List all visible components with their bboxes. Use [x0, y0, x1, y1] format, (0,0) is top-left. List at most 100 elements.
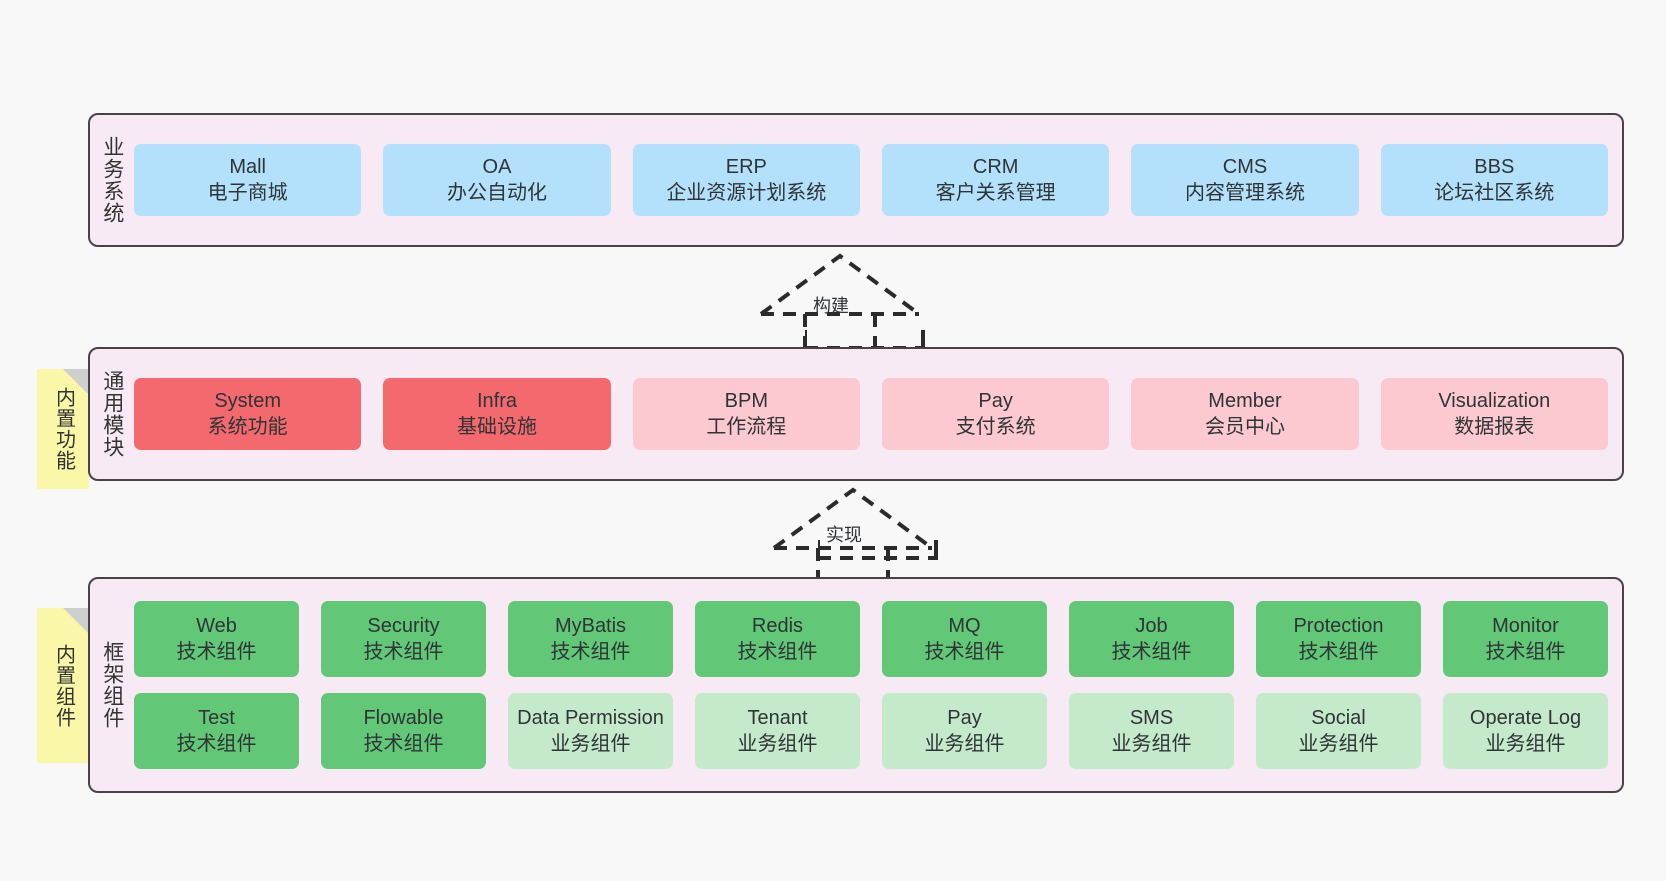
node-subtitle: 技术组件 [363, 733, 444, 755]
node-subtitle: 业务组件 [1298, 733, 1379, 755]
node-title: Data Permission [517, 707, 664, 729]
note-fold-corner-icon [63, 369, 89, 395]
node-title: Flowable [363, 707, 444, 729]
node-subtitle: 技术组件 [176, 641, 257, 663]
node-subtitle: 技术组件 [363, 641, 444, 663]
node-subtitle: 技术组件 [737, 641, 818, 663]
node-subtitle: 企业资源计划系统 [666, 182, 827, 204]
node-subtitle: 技术组件 [550, 641, 631, 663]
node-subtitle: 技术组件 [1111, 641, 1192, 663]
node-subtitle: 系统功能 [207, 416, 288, 438]
node-redis[interactable]: Redis 技术组件 [695, 601, 860, 677]
node-title: OA [482, 156, 512, 178]
node-subtitle: 业务组件 [1111, 733, 1192, 755]
node-sms[interactable]: SMS 业务组件 [1069, 693, 1234, 769]
node-flowable[interactable]: Flowable 技术组件 [321, 693, 486, 769]
node-bbs[interactable]: BBS 论坛社区系统 [1380, 144, 1608, 216]
node-job[interactable]: Job 技术组件 [1069, 601, 1234, 677]
node-title: BPM [724, 390, 768, 412]
node-security[interactable]: Security 技术组件 [321, 601, 486, 677]
node-mall[interactable]: Mall 电子商城 [134, 144, 362, 216]
node-cms[interactable]: CMS 内容管理系统 [1131, 144, 1359, 216]
node-row: Mall 电子商城 OA 办公自动化 ERP 企业资源计划系统 CRM 客户关系… [134, 144, 1608, 216]
node-title: Member [1208, 390, 1282, 412]
node-title: BBS [1474, 156, 1515, 178]
node-subtitle: 电子商城 [207, 182, 288, 204]
node-title: Social [1311, 707, 1366, 729]
node-bpm[interactable]: BPM 工作流程 [632, 378, 860, 450]
node-title: MyBatis [554, 615, 627, 637]
node-pay-module[interactable]: Pay 支付系统 [881, 378, 1110, 450]
node-title: MQ [948, 615, 981, 637]
node-title: Web [196, 615, 237, 637]
connector-build-label: 构建 [813, 296, 849, 316]
node-subtitle: 业务组件 [1485, 733, 1566, 755]
node-row: System 系统功能 Infra 基础设施 BPM 工作流程 Pay 支付系统… [134, 378, 1608, 450]
node-subtitle: 论坛社区系统 [1434, 182, 1555, 204]
layer-body-common-module: System 系统功能 Infra 基础设施 BPM 工作流程 Pay 支付系统… [134, 349, 1622, 479]
node-title: Mall [229, 156, 266, 178]
node-oa[interactable]: OA 办公自动化 [383, 144, 611, 216]
node-row: Web 技术组件 Security 技术组件 MyBatis 技术组件 Redi… [134, 601, 1608, 677]
node-title: Tenant [747, 707, 808, 729]
node-title: SMS [1129, 707, 1174, 729]
layer-common-module: 通用模块 System 系统功能 Infra 基础设施 BPM 工作流程 Pay… [88, 347, 1624, 481]
node-web[interactable]: Web 技术组件 [134, 601, 299, 677]
node-subtitle: 业务组件 [924, 733, 1005, 755]
note-fold-corner-icon [63, 608, 89, 634]
node-title: Infra [476, 390, 517, 412]
node-subtitle: 技术组件 [924, 641, 1005, 663]
node-pay-component[interactable]: Pay 业务组件 [882, 693, 1047, 769]
node-subtitle: 支付系统 [955, 416, 1036, 438]
node-title: Protection [1293, 615, 1384, 637]
node-row: Test 技术组件 Flowable 技术组件 Data Permission … [134, 693, 1608, 769]
node-subtitle: 数据报表 [1454, 416, 1535, 438]
node-test[interactable]: Test 技术组件 [134, 693, 299, 769]
node-title: CRM [972, 156, 1019, 178]
node-erp[interactable]: ERP 企业资源计划系统 [632, 144, 860, 216]
node-social[interactable]: Social 业务组件 [1256, 693, 1421, 769]
node-subtitle: 办公自动化 [446, 182, 547, 204]
node-crm[interactable]: CRM 客户关系管理 [881, 144, 1110, 216]
node-title: Security [367, 615, 440, 637]
node-mybatis[interactable]: MyBatis 技术组件 [508, 601, 673, 677]
layer-business-system: 业务系统 Mall 电子商城 OA 办公自动化 ERP 企业资源计划系统 CRM… [88, 113, 1624, 247]
node-tenant[interactable]: Tenant 业务组件 [695, 693, 860, 769]
node-data-permission[interactable]: Data Permission 业务组件 [508, 693, 673, 769]
node-title: Visualization [1438, 390, 1551, 412]
node-title: Operate Log [1469, 707, 1582, 729]
note-builtin-function: 内置功能 [37, 369, 89, 489]
node-infra[interactable]: Infra 基础设施 [383, 378, 611, 450]
node-visualization[interactable]: Visualization 数据报表 [1380, 378, 1608, 450]
layer-label-common-module: 通用模块 [100, 370, 124, 458]
note-builtin-component-text: 内置组件 [52, 643, 75, 728]
node-title: System [214, 390, 281, 412]
node-title: Test [198, 707, 235, 729]
node-subtitle: 技术组件 [1298, 641, 1379, 663]
node-subtitle: 工作流程 [706, 416, 787, 438]
node-system[interactable]: System 系统功能 [134, 378, 362, 450]
node-operate-log[interactable]: Operate Log 业务组件 [1443, 693, 1608, 769]
note-builtin-function-text: 内置功能 [52, 387, 75, 471]
layer-framework-component: 框架组件 Web 技术组件 Security 技术组件 MyBatis 技术组件… [88, 577, 1624, 793]
layer-label-business-system: 业务系统 [100, 136, 124, 224]
node-subtitle: 技术组件 [176, 733, 257, 755]
node-title: CMS [1222, 156, 1268, 178]
node-title: Redis [751, 615, 804, 637]
node-title: Job [1135, 615, 1168, 637]
layer-body-business-system: Mall 电子商城 OA 办公自动化 ERP 企业资源计划系统 CRM 客户关系… [134, 115, 1622, 245]
note-builtin-component: 内置组件 [37, 608, 89, 763]
node-title: Pay [978, 390, 1013, 412]
layer-body-framework-component: Web 技术组件 Security 技术组件 MyBatis 技术组件 Redi… [134, 579, 1622, 791]
node-subtitle: 会员中心 [1204, 416, 1285, 438]
node-subtitle: 客户关系管理 [935, 182, 1056, 204]
node-title: Pay [947, 707, 982, 729]
connector-implement-label: 实现 [826, 525, 862, 545]
node-subtitle: 内容管理系统 [1184, 182, 1305, 204]
node-subtitle: 业务组件 [737, 733, 818, 755]
node-member[interactable]: Member 会员中心 [1131, 378, 1359, 450]
node-protection[interactable]: Protection 技术组件 [1256, 601, 1421, 677]
node-monitor[interactable]: Monitor 技术组件 [1443, 601, 1608, 677]
node-mq[interactable]: MQ 技术组件 [882, 601, 1047, 677]
